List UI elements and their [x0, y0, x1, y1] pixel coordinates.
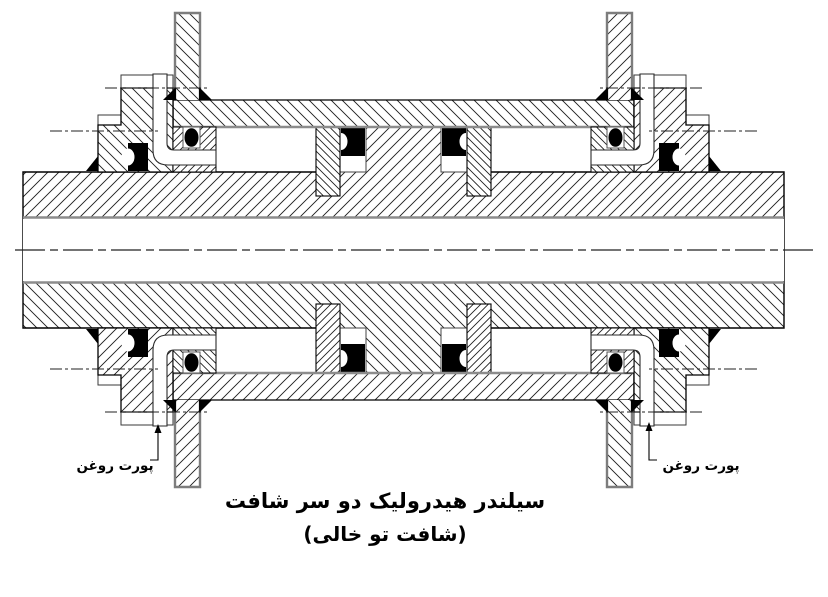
diagram-title: سیلندر هیدرولیک دو سر شافت: [225, 489, 545, 513]
bottom-half-mirror: [23, 250, 784, 487]
port-leader-right: [645, 422, 657, 461]
oil-port-label-left: پورت روغن: [76, 458, 153, 474]
port-leader-left: [150, 424, 162, 461]
oil-port-label-right: پورت روغن: [662, 458, 739, 474]
shaft-and-top-half: [23, 13, 784, 250]
leader-arrow-up-icon: [154, 424, 162, 433]
diagram-subtitle: (شافت تو خالی): [303, 522, 466, 546]
leader-arrow-up-icon: [645, 422, 653, 431]
